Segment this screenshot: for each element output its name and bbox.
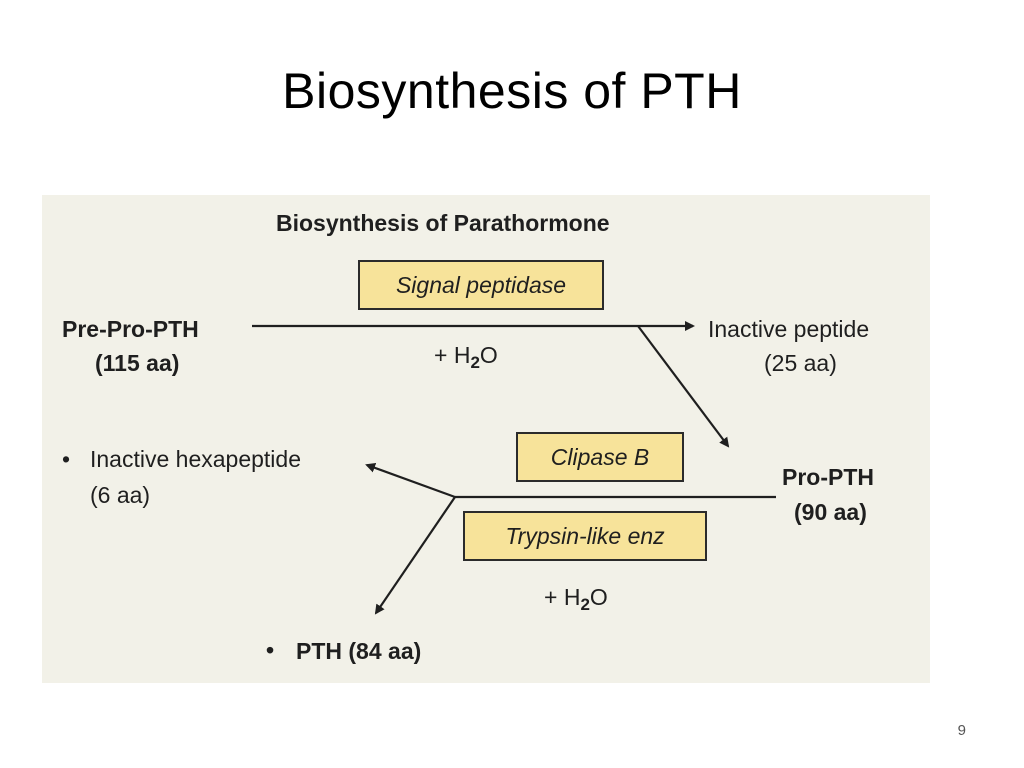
pre-pro-pth-name: Pre-Pro-PTH	[62, 316, 199, 342]
water-1-prefix: + H	[434, 342, 471, 368]
pth-bullet: •	[266, 637, 275, 663]
pth-product: PTH (84 aa)	[296, 638, 422, 664]
pro-pth-length: (90 aa)	[794, 499, 867, 525]
diagram-heading: Biosynthesis of Parathormone	[276, 210, 610, 236]
water-1-subscript: 2	[470, 353, 480, 372]
page-number: 9	[957, 722, 966, 739]
water-2-subscript: 2	[580, 595, 590, 614]
clipase-b-box: Clipase B	[516, 432, 684, 482]
water-2-suffix: O	[589, 584, 608, 610]
arrow-to-hexapeptide	[365, 463, 456, 499]
pre-pro-pth-length: (115 aa)	[95, 350, 180, 376]
pth-biosynthesis-diagram: Biosynthesis of Parathormone Signal pept…	[42, 195, 930, 683]
inactive-hexapeptide-name: Inactive hexapeptide	[90, 446, 301, 472]
slide-title: Biosynthesis of PTH	[282, 63, 742, 119]
signal-peptidase-box: Signal peptidase	[358, 260, 604, 310]
arrow-to-pth	[374, 496, 456, 615]
water-label-2: + H2O	[544, 583, 608, 614]
pro-pth-name: Pro-PTH	[782, 464, 874, 490]
hexapeptide-bullet: •	[62, 446, 71, 472]
trypsin-like-enzyme-box: Trypsin-like enz	[463, 511, 707, 561]
arrow-to-pro-pth	[637, 325, 730, 448]
inactive-hexapeptide-length: (6 aa)	[90, 482, 151, 508]
water-label-1: + H2O	[434, 341, 498, 372]
inactive-peptide-length: (25 aa)	[764, 350, 837, 376]
inactive-peptide-name: Inactive peptide	[708, 316, 870, 342]
reaction-arrows	[252, 321, 776, 615]
water-2-prefix: + H	[544, 584, 581, 610]
water-1-suffix: O	[479, 342, 498, 368]
